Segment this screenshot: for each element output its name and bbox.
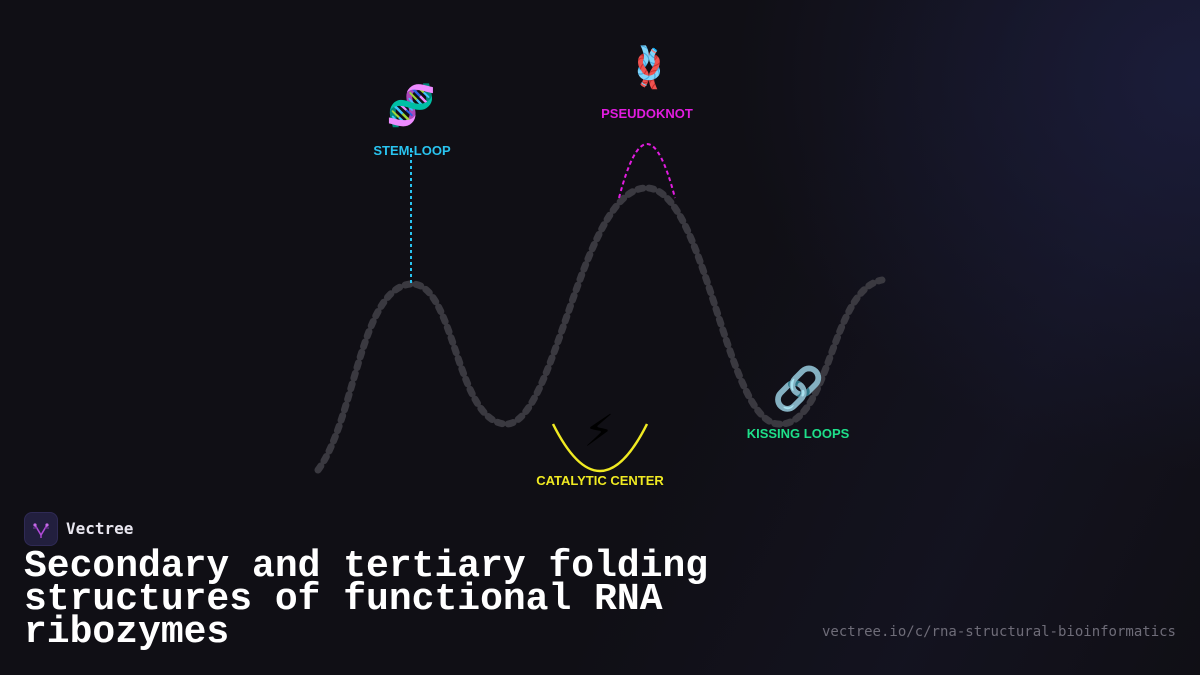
chain-link-icon: 🔗 [772,364,825,413]
brand-name: Vectree [66,519,134,538]
catalytic-center-label: CATALYTIC CENTER [536,473,664,488]
catalytic-center-arc [551,423,649,473]
pseudoknot-label: PSEUDOKNOT [601,106,693,121]
brand-logo [24,512,58,546]
rna-backbone-curve [314,184,886,474]
dna-double-helix-icon: 🧬 [386,83,436,129]
page-title: Secondary and tertiary folding structure… [24,545,709,654]
footer-url: vectree.io/c/rna-structural-bioinformati… [821,624,1176,640]
kissing-loops-label: KISSING LOOPS [746,426,850,441]
lightning-bolt-icon: ⚡ [583,406,615,457]
vectree-logo-icon [33,523,49,538]
knot-icon: 🪢 [624,45,674,91]
stem-loop-label: STEM-LOOP [373,143,451,158]
pseudoknot-arc [618,143,676,199]
